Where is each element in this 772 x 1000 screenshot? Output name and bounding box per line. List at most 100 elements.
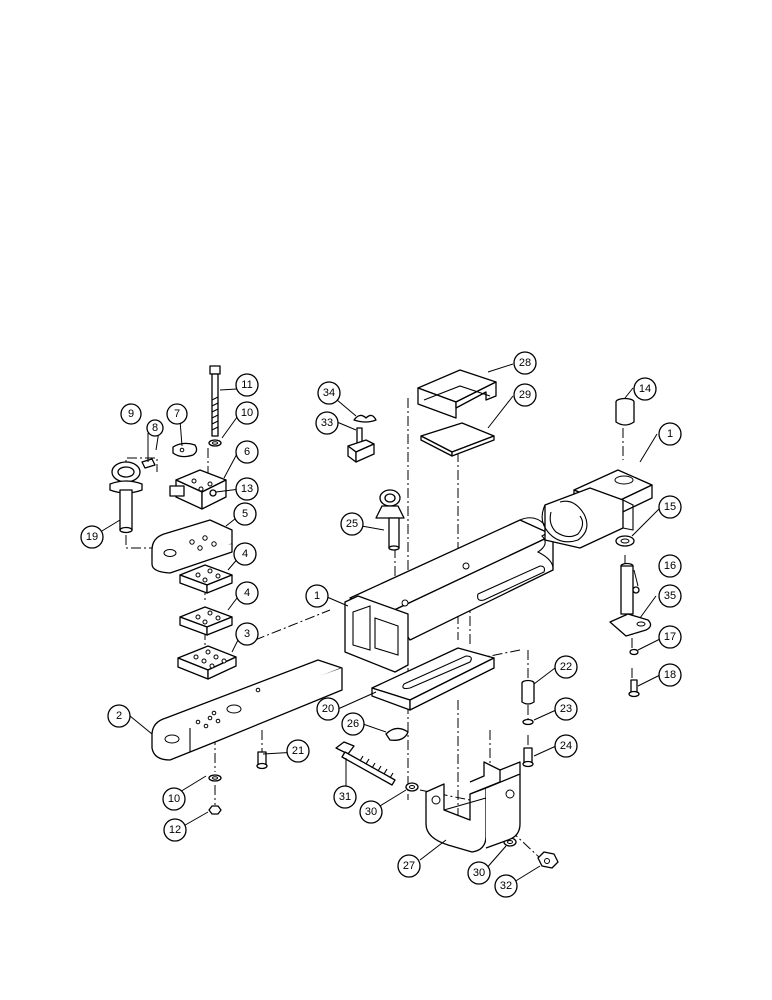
- part-15-washer: [615, 535, 635, 547]
- svg-text:27: 27: [403, 860, 415, 872]
- svg-text:10: 10: [168, 793, 180, 805]
- svg-text:7: 7: [174, 408, 180, 420]
- callout-34: 34: [317, 381, 341, 405]
- callout-23: 23: [554, 697, 578, 721]
- svg-text:34: 34: [323, 387, 335, 399]
- part-4-spacer-upper: [179, 564, 233, 594]
- part-5-link-plate: [151, 519, 233, 574]
- part-21-bolt: [256, 751, 268, 770]
- svg-text:16: 16: [664, 560, 676, 572]
- callout-21: 21: [286, 739, 310, 763]
- callout-4-lower: 4: [235, 581, 259, 605]
- part-16-35-pin-tab: [609, 562, 652, 637]
- part-2-drawbar: [151, 659, 343, 761]
- svg-text:8: 8: [152, 422, 158, 434]
- part-17-18-washer-bolt: [628, 648, 640, 698]
- callout-9: 9: [120, 403, 142, 425]
- callout-10-upper: 10: [235, 401, 259, 425]
- svg-text:14: 14: [639, 383, 651, 395]
- callout-11: 11: [235, 373, 259, 397]
- svg-text:22: 22: [560, 661, 572, 673]
- svg-text:9: 9: [128, 408, 134, 420]
- svg-text:15: 15: [664, 501, 676, 513]
- svg-text:28: 28: [519, 357, 531, 369]
- callout-20: 20: [316, 697, 340, 721]
- part-23-washer: [522, 718, 534, 726]
- part-34-clip: [353, 414, 377, 423]
- callout-35: 35: [658, 584, 682, 608]
- part-1-main-tube: [344, 517, 554, 673]
- part-32-nut: [537, 851, 559, 869]
- svg-text:10: 10: [241, 407, 253, 419]
- part-6-latch-plate: [169, 469, 227, 510]
- callout-1-tube: 1: [305, 584, 329, 608]
- part-30-washer-a: [405, 782, 419, 792]
- svg-text:25: 25: [346, 518, 358, 530]
- callout-29: 29: [513, 383, 537, 407]
- part-4-spacer-lower: [179, 606, 233, 636]
- callout-28: 28: [513, 351, 537, 375]
- svg-text:30: 30: [365, 806, 377, 818]
- part-26-clip: [385, 727, 409, 741]
- callout-25: 25: [340, 512, 364, 536]
- svg-text:20: 20: [322, 703, 334, 715]
- svg-text:35: 35: [664, 590, 676, 602]
- callout-4-upper: 4: [233, 542, 257, 566]
- callout-8: 8: [146, 419, 164, 437]
- part-14-bushing: [615, 397, 635, 426]
- callout-13: 13: [235, 477, 259, 501]
- svg-text:17: 17: [664, 631, 676, 643]
- part-3-bottom-plate: [177, 645, 237, 680]
- svg-text:3: 3: [244, 628, 250, 640]
- part-1-sleeve: [541, 469, 653, 549]
- part-28-channel-cap: [417, 369, 497, 419]
- callout-26: 26: [341, 712, 365, 736]
- callout-30-left: 30: [359, 800, 383, 824]
- svg-text:30: 30: [473, 867, 485, 879]
- part-11-bolt: [208, 365, 222, 497]
- part-29-wear-pad: [420, 422, 495, 457]
- svg-text:33: 33: [321, 417, 333, 429]
- callout-33: 33: [315, 411, 339, 435]
- svg-text:18: 18: [664, 669, 676, 681]
- part-20-slide-plate: [371, 647, 495, 711]
- part-27-u-bracket: [425, 761, 521, 853]
- callout-3: 3: [235, 622, 259, 646]
- callout-31: 31: [333, 785, 357, 809]
- svg-text:29: 29: [519, 389, 531, 401]
- svg-text:32: 32: [500, 880, 512, 892]
- callout-16: 16: [658, 554, 682, 578]
- callout-18: 18: [658, 663, 682, 687]
- part-33-key: [347, 427, 375, 463]
- callout-14: 14: [633, 377, 657, 401]
- svg-text:23: 23: [560, 703, 572, 715]
- part-9-8-7-clips: [141, 442, 198, 469]
- svg-text:1: 1: [667, 428, 673, 440]
- part-25-lock-pin: [375, 489, 405, 551]
- svg-text:12: 12: [169, 824, 181, 836]
- svg-text:24: 24: [560, 740, 572, 752]
- callout-10-lower: 10: [162, 787, 186, 811]
- callout-19: 19: [80, 525, 104, 549]
- callout-17: 17: [658, 625, 682, 649]
- svg-text:11: 11: [241, 379, 252, 391]
- callout-6: 6: [235, 440, 259, 464]
- svg-text:1: 1: [314, 590, 320, 602]
- callout-32: 32: [494, 874, 518, 898]
- callout-15: 15: [658, 495, 682, 519]
- svg-text:5: 5: [242, 508, 248, 520]
- callout-5: 5: [233, 502, 257, 526]
- callout-27: 27: [397, 854, 421, 878]
- svg-text:6: 6: [244, 446, 250, 458]
- svg-text:2: 2: [116, 710, 122, 722]
- part-22-spacer: [521, 679, 535, 705]
- callout-1-sleeve: 1: [658, 422, 682, 446]
- svg-text:31: 31: [339, 791, 351, 803]
- callout-24: 24: [554, 734, 578, 758]
- svg-text:19: 19: [86, 531, 98, 543]
- part-24-bolt: [522, 747, 534, 768]
- part-10-12-washer-nut: [208, 774, 222, 815]
- svg-text:26: 26: [347, 718, 359, 730]
- svg-text:4: 4: [244, 587, 250, 599]
- svg-text:13: 13: [241, 483, 253, 495]
